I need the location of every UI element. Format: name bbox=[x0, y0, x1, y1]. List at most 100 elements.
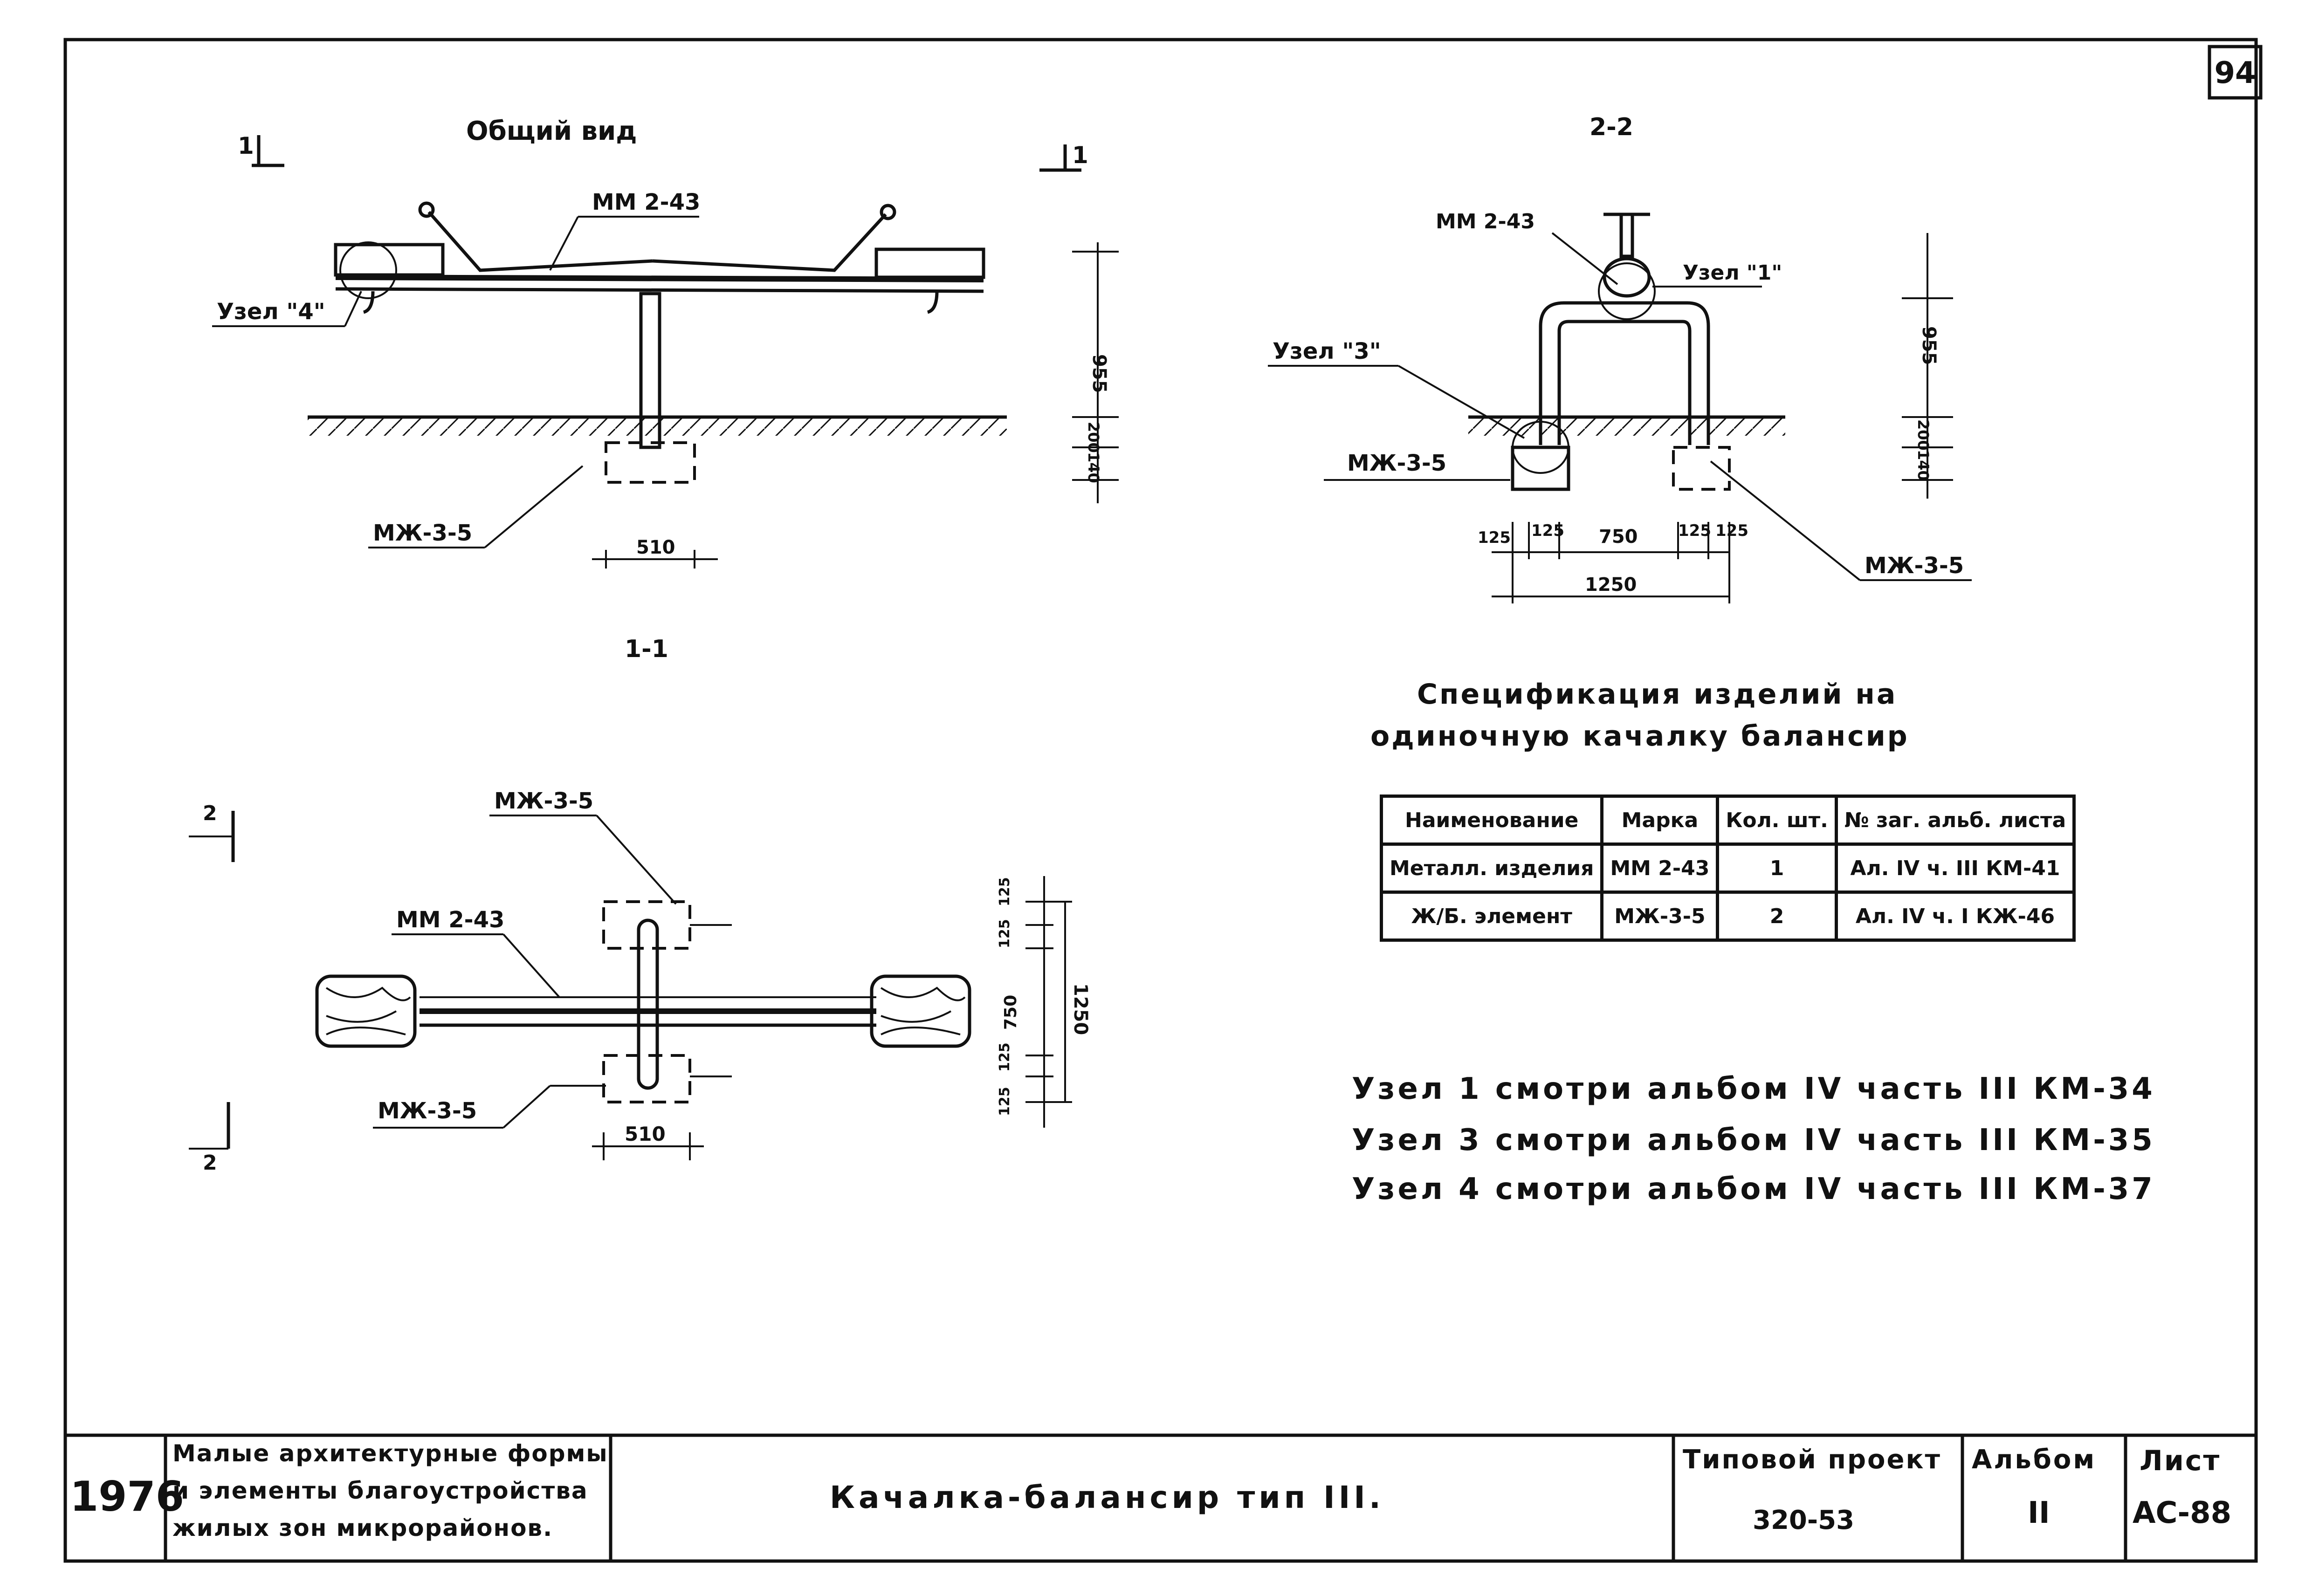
section-d3: 750 bbox=[1599, 526, 1638, 548]
plan-footing-bottom bbox=[602, 1054, 691, 1103]
footing bbox=[605, 441, 696, 484]
section-depth-b: 140 bbox=[1914, 450, 1932, 481]
footing-left bbox=[1511, 445, 1570, 491]
spec-cell: Ал. IV ч. I КЖ-46 bbox=[1834, 890, 2076, 942]
cut-mark-right-label: 1 bbox=[1072, 142, 1088, 169]
section-depth-a: 200 bbox=[1914, 419, 1932, 451]
title-block-desc-line3: жилых зон микрорайонов. bbox=[172, 1514, 553, 1541]
section-total: 1250 bbox=[1585, 574, 1637, 596]
plan-dim-a: 125 bbox=[997, 877, 1013, 906]
section-footing-left-label: МЖ-3-5 bbox=[1347, 450, 1446, 476]
section-d4: 125 bbox=[1678, 521, 1711, 540]
spec-table-row: Металл. изделия ММ 2-43 1 Ал. IV ч. III … bbox=[1379, 843, 2076, 894]
post bbox=[639, 292, 661, 449]
plan-footing-top-label: МЖ-3-5 bbox=[494, 788, 593, 814]
u-frame bbox=[1539, 301, 1710, 445]
project-number: 320-53 bbox=[1753, 1505, 1855, 1535]
section-2-2: 2-2 ММ 2-43 Узел "1" Узел "3" МЖ-3-5 МЖ-… bbox=[1268, 113, 1972, 603]
spec-cell: 2 bbox=[1716, 890, 1838, 942]
general-view-title: Общий вид bbox=[466, 116, 637, 146]
project-label: Типовой проект bbox=[1683, 1445, 1941, 1475]
plan-seat-left bbox=[315, 974, 417, 1048]
section-d2: 125 bbox=[1531, 521, 1564, 540]
width-dim: 510 bbox=[636, 537, 675, 558]
footing-label: МЖ-3-5 bbox=[373, 520, 472, 546]
title-block-year: 1976 bbox=[70, 1473, 184, 1521]
section-footing-right-label: МЖ-3-5 bbox=[1865, 553, 1964, 579]
sheet-label: Лист bbox=[2140, 1445, 2221, 1477]
section-title: 2-2 bbox=[1590, 113, 1633, 141]
spec-header-mark: Марка bbox=[1600, 795, 1720, 846]
section-d1: 125 bbox=[1478, 528, 1511, 547]
seat-left bbox=[334, 243, 445, 277]
plan-cut-mark-top: 2 bbox=[189, 801, 235, 862]
spec-title-line2: одиночную качалку балансир bbox=[1370, 720, 1909, 753]
depth-a-dim: 200 bbox=[1085, 422, 1102, 453]
plan-width-dim: 510 bbox=[625, 1123, 666, 1145]
plan-cut-mark-top-label: 2 bbox=[203, 801, 217, 825]
depth-b-dim: 140 bbox=[1085, 452, 1102, 483]
spec-cell: Металл. изделия bbox=[1379, 843, 1604, 894]
plan-dim-e: 125 bbox=[997, 1087, 1013, 1116]
node3-label: Узел "3" bbox=[1273, 338, 1381, 364]
plan-view: 2 2 МЖ-3-5 ММ 2-43 МЖ-3-5 bbox=[189, 788, 1091, 1175]
spec-cell: Ал. IV ч. III КМ-41 bbox=[1834, 843, 2076, 894]
beam-label: ММ 2-43 bbox=[592, 189, 700, 215]
title-block bbox=[65, 1433, 2256, 1563]
cut-mark-left-label: 1 bbox=[238, 132, 254, 159]
seat-right bbox=[874, 247, 985, 279]
handle-right bbox=[652, 213, 887, 272]
spec-table-row: Ж/Б. элемент МЖ-3-5 2 Ал. IV ч. I КЖ-46 bbox=[1379, 890, 2076, 942]
plan-post bbox=[637, 918, 659, 1090]
height-dim: 955 bbox=[1088, 354, 1110, 393]
title-block-desc-line2: и элементы благоустройства bbox=[172, 1477, 588, 1504]
node1-label: Узел "1" bbox=[1683, 261, 1782, 285]
general-view: Общий вид 1 1 bbox=[212, 116, 1119, 663]
node4-label: Узел "4" bbox=[217, 299, 325, 325]
ground-hatch bbox=[308, 417, 1007, 436]
spec-title-line1: Спецификация изделий на bbox=[1417, 678, 1897, 711]
section-height: 955 bbox=[1918, 326, 1940, 365]
plan-seat-right bbox=[870, 974, 971, 1048]
section-d5: 125 bbox=[1715, 521, 1748, 540]
title-block-desc-line1: Малые архитектурные формы bbox=[172, 1440, 608, 1467]
cut-mark-right: 1 bbox=[1039, 142, 1088, 172]
plan-beam-label: ММ 2-43 bbox=[396, 907, 504, 933]
spec-header-name: Наименование bbox=[1379, 795, 1604, 846]
album-number: II bbox=[2028, 1496, 2050, 1530]
plan-dim-total: 1250 bbox=[1070, 983, 1091, 1035]
spec-header-qty: Кол. шт. bbox=[1716, 795, 1838, 846]
section-ground-hatch bbox=[1468, 417, 1785, 436]
album-label: Альбом bbox=[1972, 1445, 2097, 1475]
plan-dim-d: 125 bbox=[997, 1042, 1013, 1072]
plan-dim-c: 750 bbox=[1001, 995, 1020, 1030]
spec-cell: ММ 2-43 bbox=[1600, 843, 1720, 894]
plan-footing-top bbox=[602, 900, 691, 950]
spec-cell: Ж/Б. элемент bbox=[1379, 890, 1604, 942]
drawing-title: Качалка-балансир тип III. bbox=[830, 1480, 1384, 1515]
node4-circle bbox=[339, 241, 397, 299]
spec-cell: 1 bbox=[1716, 843, 1838, 894]
beam bbox=[335, 274, 984, 282]
plan-dim-b: 125 bbox=[997, 919, 1013, 948]
note-node3: Узел 3 смотри альбом IV часть III КМ-35 bbox=[1352, 1123, 2155, 1158]
section-beam-label: ММ 2-43 bbox=[1436, 210, 1535, 233]
spec-table: Наименование Марка Кол. шт. № заг. альб.… bbox=[1379, 795, 2076, 942]
cut-mark-left: 1 bbox=[238, 132, 284, 167]
spec-cell: МЖ-3-5 bbox=[1600, 890, 1720, 942]
plan-cut-mark-bottom-label: 2 bbox=[203, 1151, 217, 1175]
node1-joint bbox=[1603, 257, 1651, 298]
sheet-code: АС-88 bbox=[2133, 1496, 2232, 1530]
plan-footing-bottom-label: МЖ-3-5 bbox=[378, 1098, 477, 1124]
sheet-number-box bbox=[2208, 45, 2263, 100]
sheet-number: 94 bbox=[2214, 56, 2256, 90]
handle-left bbox=[427, 211, 653, 272]
note-node1: Узел 1 смотри альбом IV часть III КМ-34 bbox=[1352, 1072, 2155, 1106]
note-node4: Узел 4 смотри альбом IV часть III КМ-37 bbox=[1352, 1172, 2155, 1206]
general-caption: 1-1 bbox=[625, 635, 668, 663]
plan-cut-mark-bottom: 2 bbox=[189, 1102, 230, 1175]
spec-table-header: Наименование Марка Кол. шт. № заг. альб.… bbox=[1379, 795, 2076, 846]
spec-header-ref: № заг. альб. листа bbox=[1834, 795, 2076, 846]
footing-right bbox=[1672, 446, 1731, 491]
